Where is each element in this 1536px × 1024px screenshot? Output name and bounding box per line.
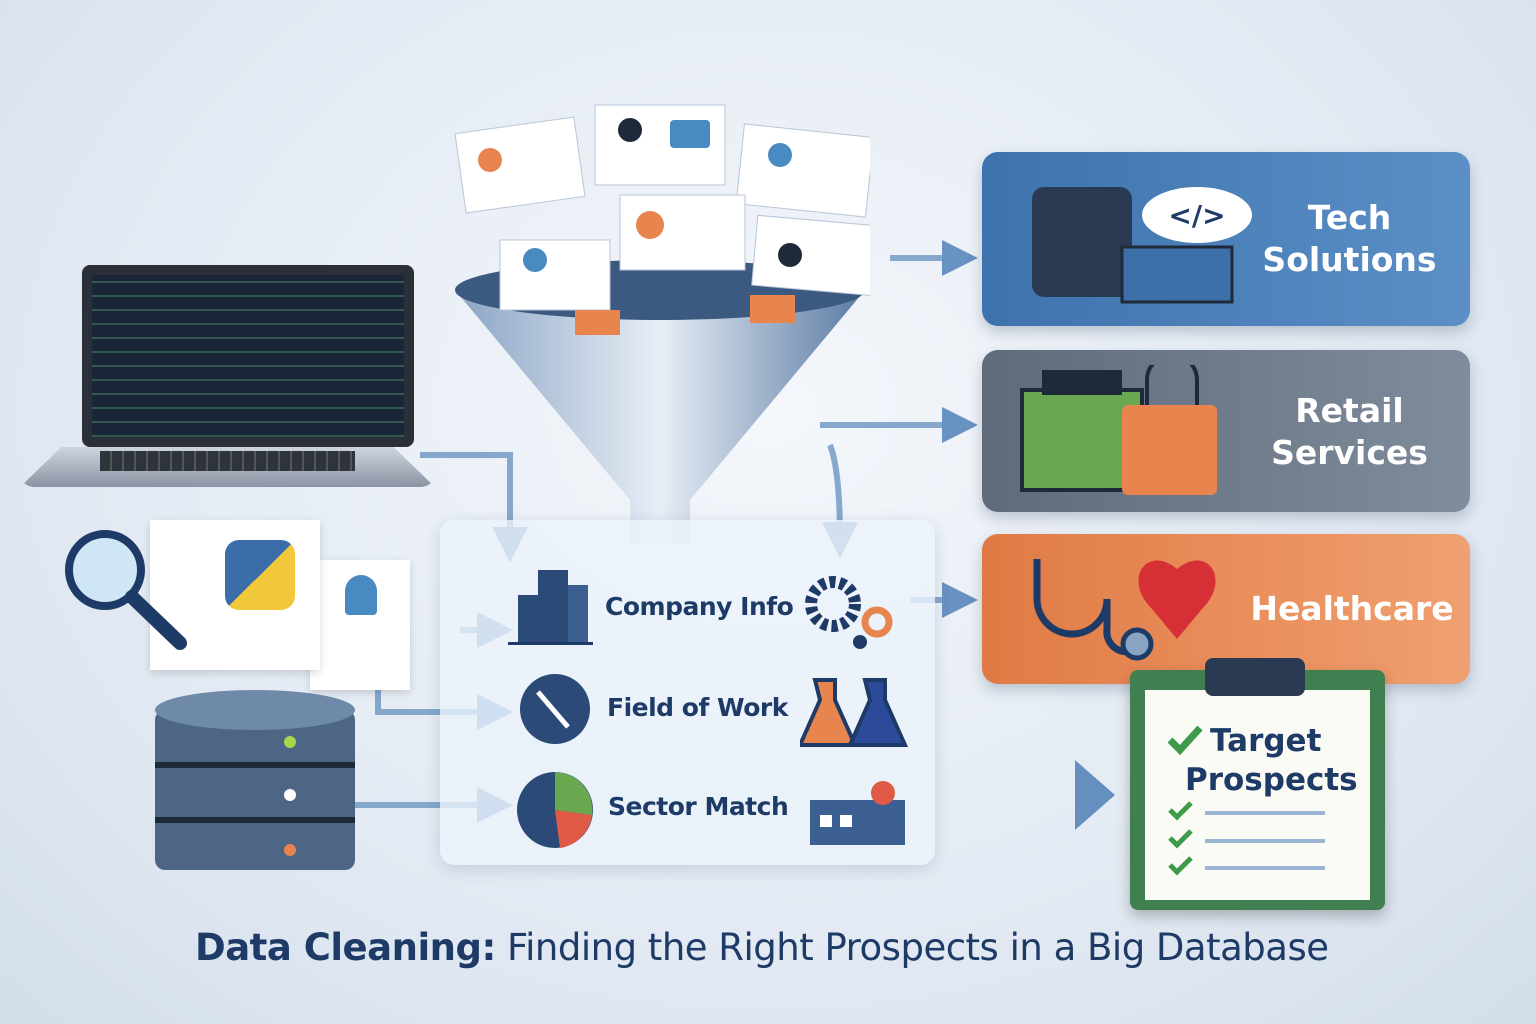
result-line2: Prospects	[1185, 762, 1358, 798]
healthcare-label: Healthcare	[1250, 589, 1454, 628]
pie-chart-icon	[517, 772, 593, 848]
database-icon	[155, 690, 355, 870]
title-rest: Finding the Right Prospects in a Big Dat…	[495, 926, 1329, 969]
result-line1: Target	[1210, 723, 1322, 759]
retail-line2: Services	[1271, 433, 1428, 472]
filter-sector-match: Sector Match	[608, 792, 789, 821]
documents-stack	[150, 520, 420, 690]
title-bold: Data Cleaning:	[195, 926, 496, 969]
tech-line1: Tech	[1307, 198, 1392, 237]
magnifier-icon	[65, 530, 187, 650]
retail-line1: Retail	[1295, 391, 1404, 430]
page-title: Data Cleaning: Finding the Right Prospec…	[195, 926, 1329, 969]
stethoscope-heart-icon	[1033, 559, 1216, 661]
checklist-icon	[1167, 725, 1325, 876]
globe-tools-icon	[520, 674, 590, 744]
filter-field-of-work: Field of Work	[607, 693, 788, 722]
tech-line2: Solutions	[1262, 240, 1437, 279]
python-logo-icon	[225, 540, 295, 610]
store-bag-icon	[1020, 365, 1217, 495]
person-icon	[345, 575, 377, 615]
code-symbol: </>	[1168, 199, 1225, 232]
laptop	[20, 265, 435, 495]
target-prospects-clipboard: Target Prospects	[1130, 658, 1385, 910]
server-cloud-icon: </>	[1032, 187, 1252, 304]
gears-icon	[805, 576, 893, 649]
clip-icon	[1205, 658, 1305, 696]
factory-icon	[810, 781, 905, 845]
flasks-icon	[800, 678, 909, 747]
filter-funnel	[454, 104, 870, 545]
building-icon	[508, 570, 593, 645]
filter-company-info: Company Info	[605, 592, 794, 621]
code-screen	[92, 275, 404, 437]
